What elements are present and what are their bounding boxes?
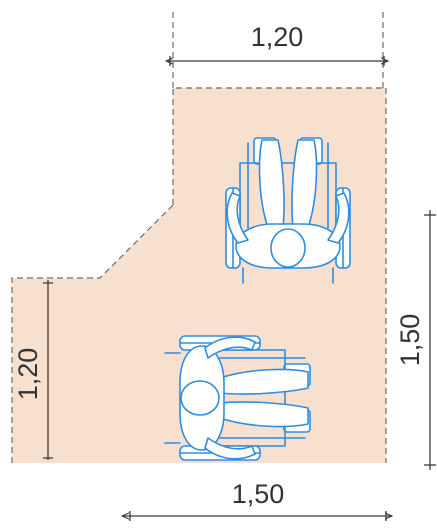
dimension-label-right: 1,50 bbox=[395, 314, 425, 367]
dimension-label-bottom: 1,50 bbox=[232, 479, 285, 509]
dimension-label-left: 1,20 bbox=[13, 348, 43, 401]
dimension-label-top: 1,20 bbox=[251, 22, 304, 52]
floor-outline bbox=[11, 87, 387, 463]
